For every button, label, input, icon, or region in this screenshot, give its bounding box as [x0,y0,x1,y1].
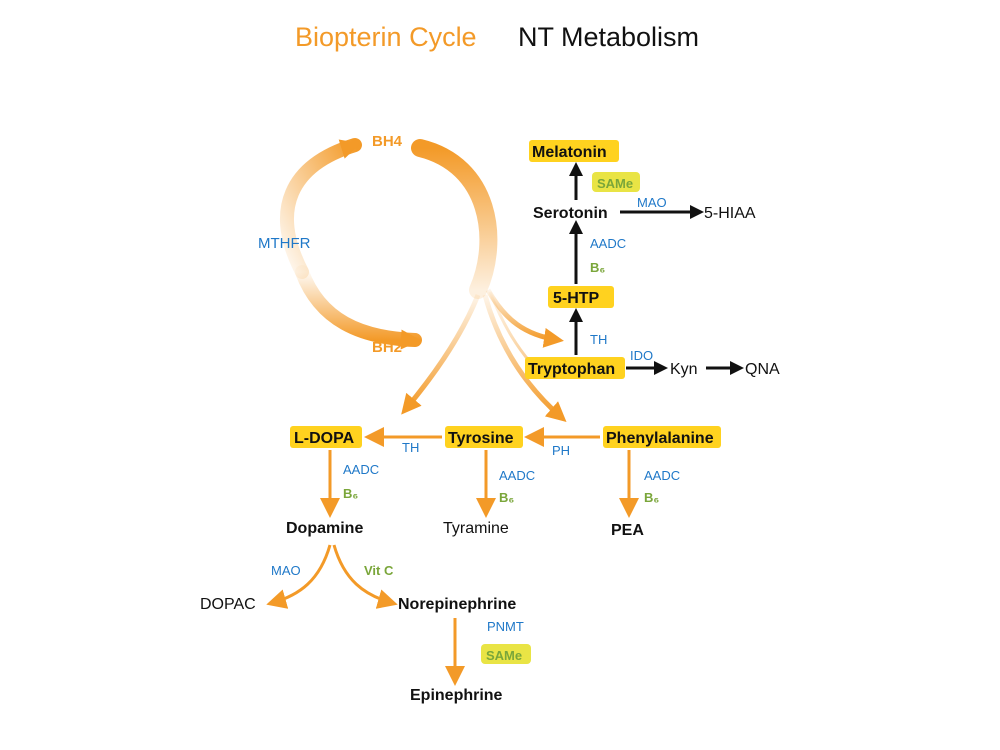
bh4-label: BH4 [372,133,403,150]
norepinephrine-node: Norepinephrine [398,596,516,613]
ldopa-node: L-DOPA [294,430,355,447]
vitc-cofactor: Vit C [364,563,394,578]
mthfr-enzyme: MTHFR [258,235,311,252]
same-cofactor-melatonin: SAMe [597,176,633,191]
phenylalanine-highlight [603,426,721,448]
b6-cofactor-dopamine: B₆ [343,486,358,501]
same-cofactor-epinephrine: SAMe [486,648,522,663]
arrow-dopamine-dopac [266,544,332,609]
b6-cofactor-pea: B₆ [644,490,659,505]
bh2-label: BH2 [372,339,402,356]
b6-cofactor-tyramine: B₆ [499,490,514,505]
kyn-node: Kyn [670,361,698,378]
fan-arrow-ldopa [401,294,481,415]
serotonin-node: Serotonin [533,205,608,222]
5hiaa-node: 5-HIAA [704,205,756,222]
b6-cofactor-serotonin: B₆ [590,260,605,275]
biopterin-cycle-title: Biopterin Cycle [295,22,477,52]
ldopa-highlight [290,426,362,448]
mao-enzyme-dopamine: MAO [271,563,301,578]
same-melatonin-highlight [592,172,640,192]
fan-arrow-phenylalanine [482,294,567,422]
dopamine-node: Dopamine [286,520,363,537]
pnmt-enzyme: PNMT [487,619,524,634]
aadc-enzyme-tyramine: AADC [499,468,535,483]
melatonin-node: Melatonin [532,144,607,161]
dopac-node: DOPAC [200,596,256,613]
phenylalanine-node: Phenylalanine [606,430,714,447]
qna-node: QNA [745,361,780,378]
pea-node: PEA [611,522,644,539]
tryptophan-highlight [525,357,625,379]
aadc-enzyme-dopamine: AADC [343,462,379,477]
cycle-arc-left-bottom [295,265,422,350]
tyrosine-node: Tyrosine [448,430,514,447]
5htp-node: 5-HTP [553,290,600,307]
cycle-arc-right [411,139,498,299]
5htp-highlight [548,286,614,308]
melatonin-highlight [529,140,619,162]
arrow-dopamine-norepinephrine [332,544,398,609]
nt-metabolism-title: NT Metabolism [518,22,699,52]
same-epinephrine-highlight [481,644,531,664]
ido-enzyme: IDO [630,348,653,363]
aadc-enzyme-serotonin: AADC [590,236,626,251]
aadc-enzyme-pea: AADC [644,468,680,483]
tyramine-node: Tyramine [443,520,509,537]
th-enzyme-tyrosine: TH [402,440,419,455]
th-enzyme-tryptophan: TH [590,332,607,347]
epinephrine-node: Epinephrine [410,687,503,704]
tryptophan-node: Tryptophan [528,361,615,378]
cycle-arc-left-top [280,138,362,279]
mao-enzyme-serotonin: MAO [637,195,667,210]
ph-enzyme: PH [552,443,570,458]
tyrosine-highlight [445,426,523,448]
